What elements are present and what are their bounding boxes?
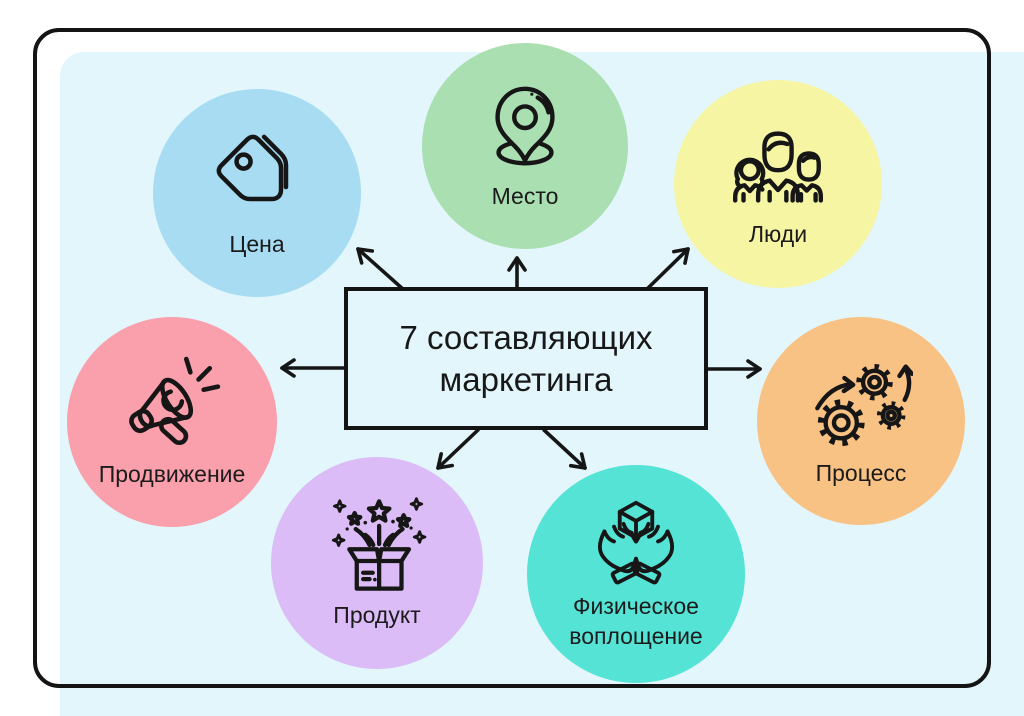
center-title-box: 7 составляющих маркетинга (344, 287, 708, 430)
megaphone-icon (129, 356, 221, 445)
center-title-line2: маркетинга (439, 360, 613, 398)
bubble-physical-evidence: Физическое воплощение (527, 465, 745, 683)
gift-box-icon (331, 497, 427, 591)
hands-cube-icon (597, 500, 675, 585)
bubble-label-place: Место (491, 182, 559, 209)
bubble-people: Люди (674, 80, 882, 288)
location-pin-icon (495, 86, 555, 166)
people-icon (732, 131, 824, 203)
bubble-label-people: Люди (748, 220, 808, 247)
bubble-label-price: Цена (229, 230, 285, 257)
bubble-label-process: Процесс (815, 459, 907, 486)
bubble-label-promotion: Продвижение (98, 460, 246, 487)
bubble-process: Процесс (757, 317, 965, 525)
bubble-promotion: Продвижение (67, 317, 277, 527)
bubble-price: Цена (153, 89, 361, 297)
bubble-label-product: Продукт (333, 601, 421, 628)
bubble-place: Место (422, 43, 628, 249)
bubble-label-physical-evidence: Физическое воплощение (569, 593, 703, 649)
price-tag-icon (216, 134, 289, 202)
gears-icon (815, 363, 913, 446)
bubble-product: Продукт (271, 457, 483, 669)
center-title-line1: 7 составляющих (399, 318, 653, 356)
